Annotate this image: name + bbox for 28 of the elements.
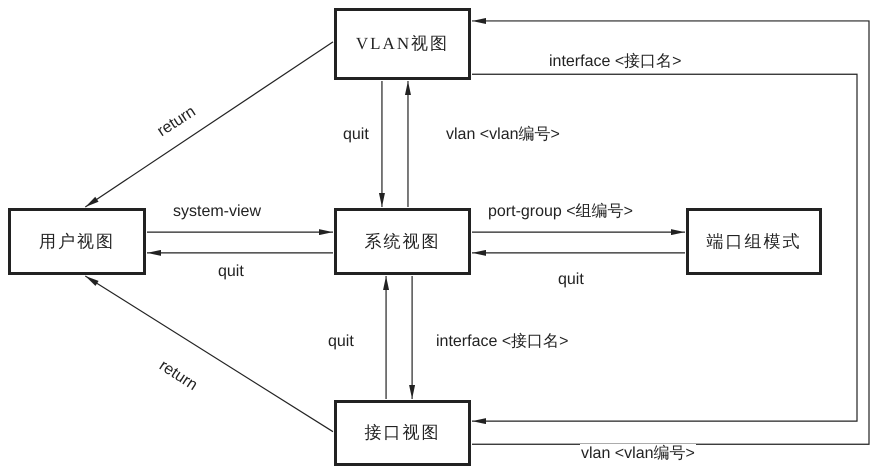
arrow (147, 229, 333, 236)
state-box (8, 208, 146, 275)
edge-label: system-view (172, 202, 262, 222)
arrow (383, 276, 390, 399)
box-label: VLAN视图 (356, 33, 450, 56)
arrow (472, 250, 685, 256)
edge-label: quit (327, 332, 355, 352)
state-box (334, 8, 471, 80)
arrow (472, 18, 870, 445)
box-label: 端口组模式 (706, 230, 802, 253)
arrow (409, 276, 416, 399)
arrow (404, 81, 411, 207)
state-box (334, 400, 471, 466)
box-label: 系统视图 (364, 230, 440, 253)
box-label: 接口视图 (364, 422, 440, 444)
arrow (84, 276, 334, 432)
arrow (147, 250, 333, 256)
arrow (378, 81, 385, 207)
edge-label: quit (342, 125, 370, 145)
arrow (472, 74, 858, 424)
edge-label: quit (557, 270, 585, 290)
arrow (472, 229, 685, 236)
edge-label: port-group <组编号> (487, 202, 634, 222)
state-box (686, 208, 822, 275)
arrow (84, 41, 334, 208)
edge-label: quit (217, 262, 245, 282)
state-box (334, 208, 471, 275)
box-label: 用户视图 (39, 230, 115, 253)
